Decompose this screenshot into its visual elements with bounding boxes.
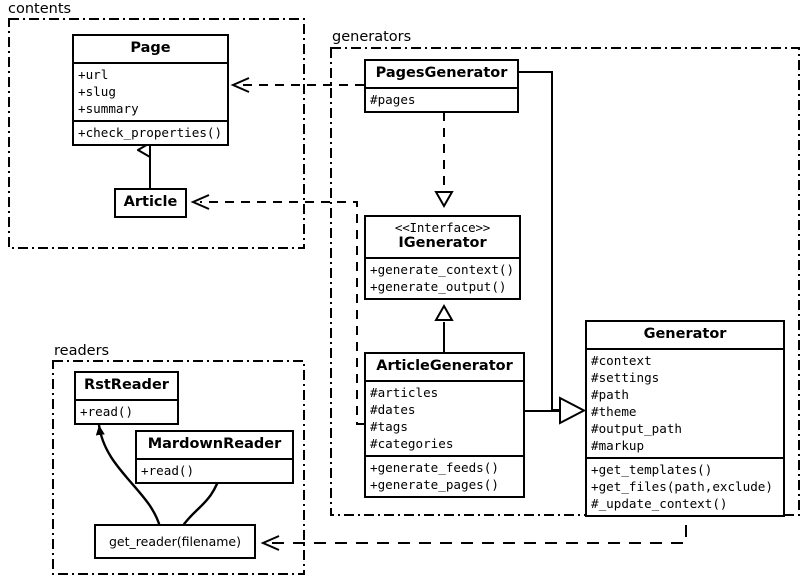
- operation: #_update_context(): [591, 495, 728, 511]
- class-igenerator-header: <<Interface>> IGenerator: [366, 217, 519, 257]
- class-page-operations: +check_properties(): [74, 119, 227, 144]
- class-page-name: Page: [130, 40, 171, 56]
- relationship-articlegenerator-depends-article: [190, 194, 364, 425]
- relationship-articlegenerator-generalizes-generator: [525, 396, 587, 425]
- operation: +get_templates(): [591, 461, 713, 477]
- operation: +check_properties(): [78, 124, 223, 140]
- class-igenerator-name: IGenerator: [398, 235, 487, 252]
- class-pages-generator[interactable]: PagesGenerator #pages: [364, 59, 519, 113]
- class-generator-name: Generator: [643, 326, 727, 342]
- class-generator-attributes: #context #settings #path #theme #output_…: [587, 347, 783, 457]
- relationship-articlegenerator-generalizes-igenerator: [434, 303, 454, 352]
- class-article[interactable]: Article: [114, 188, 187, 218]
- package-label-contents: contents: [6, 1, 74, 17]
- attribute: #articles: [370, 384, 439, 400]
- attribute: +url: [78, 66, 109, 82]
- attribute: #output_path: [591, 420, 682, 436]
- package-border-contents: [8, 18, 305, 249]
- operation: +read(): [141, 462, 195, 478]
- class-article-generator[interactable]: ArticleGenerator #articles #dates #tags …: [364, 352, 525, 498]
- function-get-reader[interactable]: get_reader(filename): [94, 524, 256, 559]
- class-page[interactable]: Page +url +slug +summary +check_properti…: [72, 34, 229, 146]
- attribute: #settings: [591, 369, 660, 385]
- class-rst-reader-name: RstReader: [84, 377, 169, 393]
- relationship-pagesgenerator-generalizes-generator: [519, 71, 560, 411]
- class-article-generator-attributes: #articles #dates #tags #categories: [366, 379, 523, 455]
- class-pages-generator-attributes: #pages: [366, 86, 517, 111]
- attribute: #categories: [370, 435, 454, 451]
- class-igenerator[interactable]: <<Interface>> IGenerator +generate_conte…: [364, 215, 521, 301]
- attribute: #tags: [370, 418, 408, 434]
- class-article-generator-operations: +generate_feeds() +generate_pages(): [366, 454, 523, 496]
- attribute: #markup: [591, 437, 645, 453]
- operation: +generate_feeds(): [370, 459, 499, 475]
- class-mardown-reader-operations: +read(): [137, 457, 292, 482]
- class-page-attributes: +url +slug +summary: [74, 61, 227, 120]
- class-mardown-reader[interactable]: MardownReader +read(): [135, 430, 294, 484]
- package-border-readers: [52, 360, 305, 575]
- class-mardown-reader-name: MardownReader: [147, 436, 282, 452]
- attribute: +slug: [78, 83, 116, 99]
- operation: +read(): [80, 403, 134, 419]
- class-generator-operations: +get_templates() +get_files(path,exclude…: [587, 456, 783, 515]
- class-article-generator-name: ArticleGenerator: [376, 358, 513, 374]
- class-pages-generator-name: PagesGenerator: [375, 65, 508, 81]
- attribute: #pages: [370, 91, 416, 107]
- attribute: #theme: [591, 403, 637, 419]
- class-igenerator-stereotype: <<Interface>>: [394, 220, 491, 235]
- class-article-name: Article: [123, 194, 178, 210]
- package-border-generators: [330, 47, 800, 516]
- operation: +generate_context(): [370, 262, 515, 278]
- relationship-pagesgenerator-realizes-igenerator: [434, 112, 454, 209]
- relationship-pagesgenerator-depends-page: [230, 77, 364, 93]
- attribute: #path: [591, 386, 629, 402]
- class-igenerator-operations: +generate_context() +generate_output(): [366, 257, 519, 298]
- class-rst-reader[interactable]: RstReader +read(): [74, 371, 179, 425]
- attribute: #context: [591, 352, 652, 368]
- relationship-generator-depends-getreader: [260, 504, 687, 551]
- class-rst-reader-operations: +read(): [76, 398, 177, 423]
- operation: +generate_output(): [370, 279, 507, 295]
- package-label-readers: readers: [52, 343, 112, 359]
- function-get-reader-label: get_reader(filename): [109, 534, 241, 549]
- operation: +generate_pages(): [370, 476, 499, 492]
- attribute: +summary: [78, 100, 139, 116]
- class-generator[interactable]: Generator #context #settings #path #them…: [585, 320, 785, 517]
- operation: +get_files(path,exclude): [591, 478, 773, 494]
- package-label-generators: generators: [330, 29, 414, 45]
- attribute: #dates: [370, 401, 416, 417]
- relationship-getreader-uses-rstreader: [95, 424, 162, 528]
